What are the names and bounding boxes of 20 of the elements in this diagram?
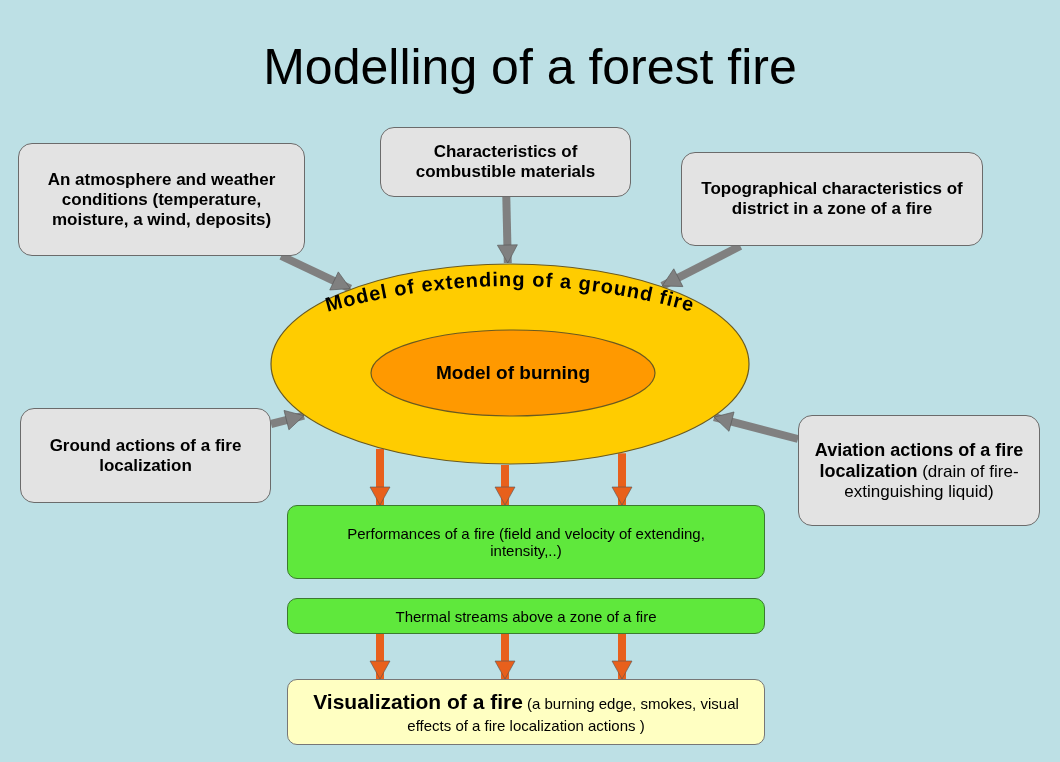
block-arrow <box>369 448 391 506</box>
process-box: Topographical characteristics of district in a zone of a fire <box>681 152 983 246</box>
node-label: Model of burning <box>435 362 591 384</box>
block-arrow <box>713 411 799 443</box>
process-box: Aviation actions of a fire localization (drain of fire-extinguishing liquid) <box>798 415 1040 526</box>
curved-label: Model of extending of a ground fire <box>322 267 698 316</box>
block-arrow <box>494 634 516 680</box>
block-arrow <box>270 410 305 431</box>
block-arrow <box>611 453 633 506</box>
block-arrow <box>611 634 633 680</box>
block-arrow <box>494 465 516 506</box>
process-box: Ground actions of a fire localization <box>20 408 271 503</box>
diagram-title: Modelling of a forest fire <box>262 38 798 96</box>
process-box: Performances of a fire (field and velocity of extending, intensity,..) <box>287 505 765 579</box>
process-box: Visualization of a fire (a burning edge, smokes, visual effects of a fire localization actions ) <box>287 679 765 745</box>
process-box: Thermal streams above a zone of a fire <box>287 598 765 634</box>
process-box: An atmosphere and weather conditions (temperature, moisture, a wind, deposits) <box>18 143 305 256</box>
process-box: Characteristics of combustible materials <box>380 127 631 197</box>
block-arrow <box>497 196 518 264</box>
block-arrow <box>369 634 391 680</box>
